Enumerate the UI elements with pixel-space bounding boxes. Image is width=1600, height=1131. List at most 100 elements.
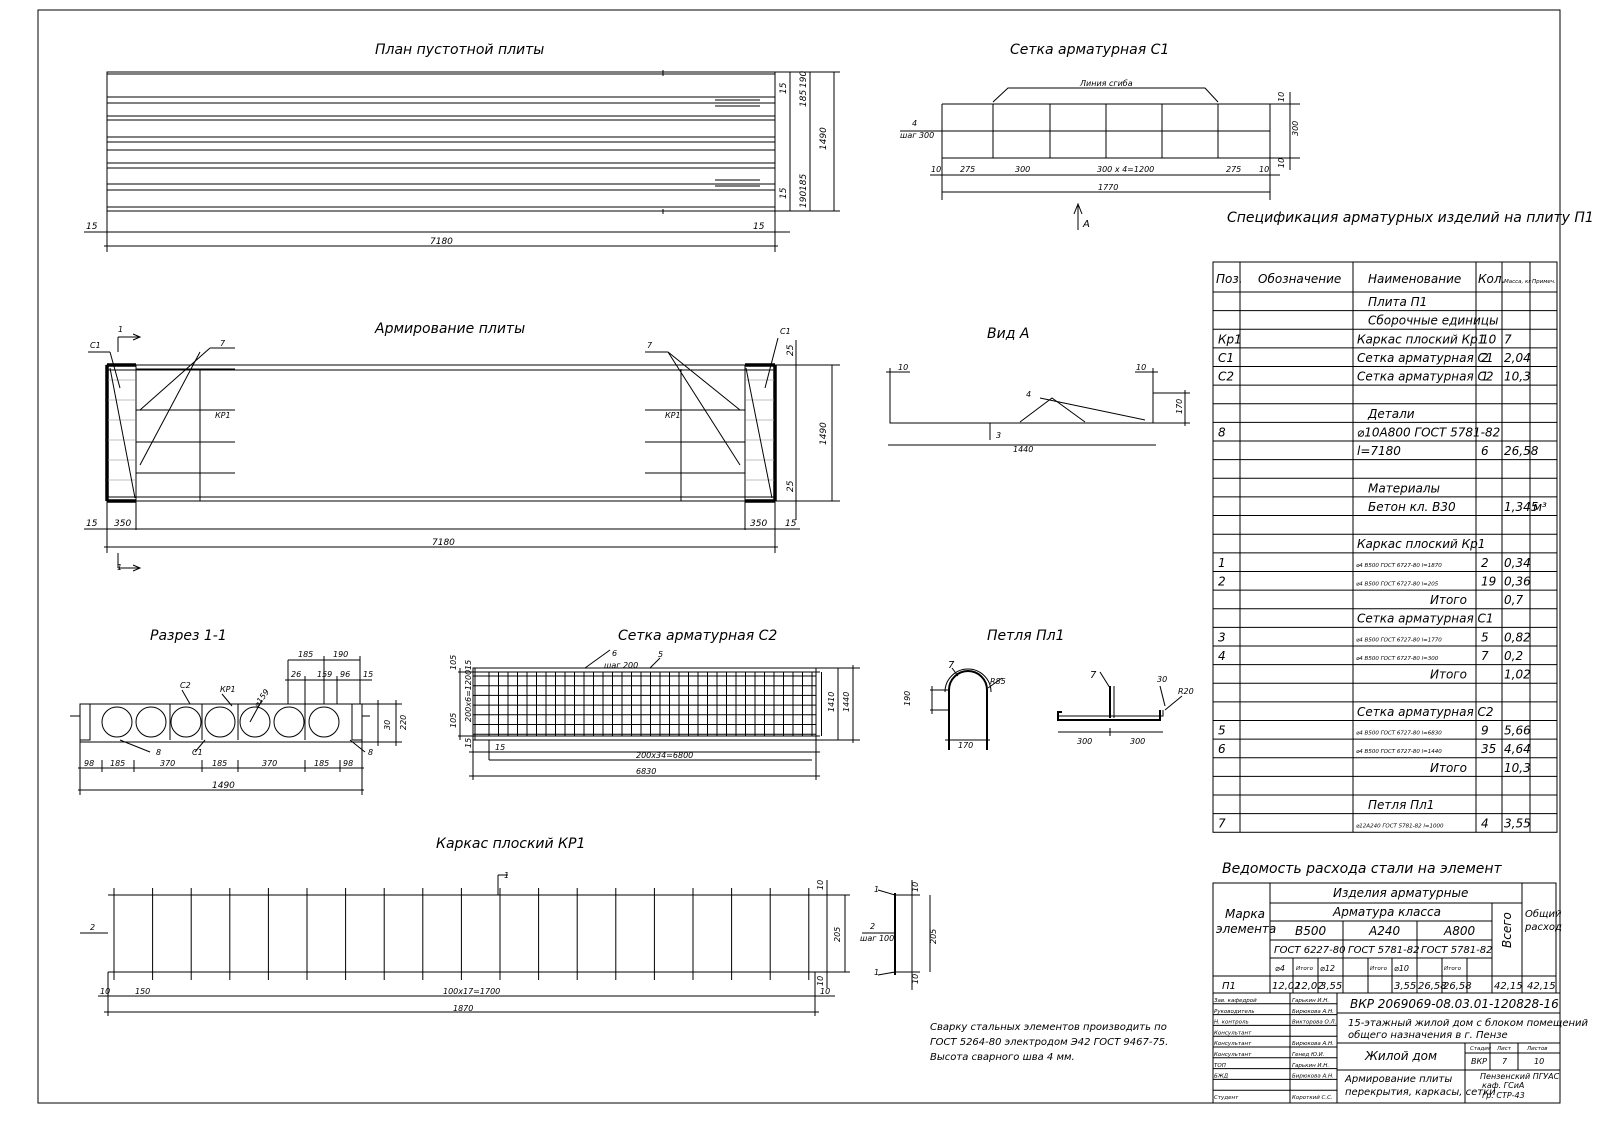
- svg-text:15: 15: [464, 738, 473, 748]
- spec-mass: 5,66: [1504, 723, 1531, 737]
- svg-text:ВКР: ВКР: [1471, 1057, 1487, 1066]
- svg-text:⌀159: ⌀159: [252, 688, 271, 710]
- spec-qty: 2: [1481, 556, 1489, 570]
- svg-text:30: 30: [1157, 675, 1167, 684]
- svg-text:190: 190: [333, 650, 348, 659]
- stamp-person: Бирюкова А.Н.: [1292, 1041, 1334, 1047]
- svg-text:105: 105: [449, 713, 458, 728]
- svg-text:Арматура класса: Арматура класса: [1332, 905, 1441, 919]
- spec-name: Петля Пл1: [1368, 798, 1434, 812]
- svg-text:Итого: Итого: [1296, 966, 1314, 972]
- welding-note: Сварку стальных элементов производить по…: [930, 1022, 1168, 1063]
- svg-text:4: 4: [912, 119, 917, 128]
- svg-text:А: А: [1082, 219, 1090, 230]
- spec-name: Детали: [1367, 407, 1415, 421]
- svg-text:3,55: 3,55: [1394, 981, 1416, 992]
- svg-text:КР1: КР1: [665, 411, 681, 420]
- svg-text:185: 185: [110, 759, 125, 768]
- svg-text:15: 15: [753, 222, 765, 232]
- svg-text:220: 220: [399, 715, 408, 730]
- svg-text:150: 150: [135, 987, 150, 996]
- stamp-role: Студент: [1214, 1095, 1239, 1101]
- svg-text:205: 205: [929, 929, 938, 944]
- stamp-person: Короткий С.С.: [1292, 1095, 1333, 1101]
- spec-header: Примеч.: [1532, 279, 1556, 285]
- spec-mass: 0,82: [1504, 630, 1531, 644]
- svg-text:1: 1: [504, 871, 509, 880]
- karkas-view: Каркас плоский КР1 2 1 10 205 10 1 1 2 ш…: [80, 836, 938, 1016]
- svg-text:25: 25: [786, 344, 796, 356]
- spec-pos: 2: [1218, 574, 1226, 588]
- svg-text:ГОСТ 6227-80: ГОСТ 6227-80: [1274, 945, 1346, 956]
- spec-name: Материалы: [1368, 481, 1440, 495]
- spec-name: Сетка арматурная С2: [1357, 705, 1494, 719]
- spec-qty: 35: [1481, 742, 1496, 756]
- svg-text:10: 10: [1136, 363, 1146, 372]
- svg-text:С1: С1: [90, 341, 101, 350]
- svg-text:Пензенский ПГУАС: Пензенский ПГУАС: [1480, 1072, 1560, 1081]
- spec-note: м³: [1533, 500, 1547, 514]
- spec-pos: Кр1: [1218, 332, 1242, 346]
- svg-text:42,15: 42,15: [1494, 981, 1523, 992]
- spec-mass: 0,36: [1504, 574, 1531, 588]
- svg-text:200х6=1200: 200х6=1200: [464, 670, 473, 722]
- svg-text:10: 10: [1277, 158, 1286, 168]
- spec-mass: 2,04: [1504, 351, 1531, 365]
- spec-mass: 4,64: [1504, 742, 1531, 756]
- svg-text:10: 10: [1534, 1057, 1544, 1066]
- spec-qty: 5: [1481, 630, 1489, 644]
- svg-text:1770: 1770: [1098, 183, 1118, 192]
- svg-text:Лист: Лист: [1496, 1046, 1512, 1052]
- svg-text:275: 275: [960, 165, 975, 174]
- svg-text:185: 185: [314, 759, 329, 768]
- spec-pos: 1: [1218, 556, 1226, 570]
- svg-text:15: 15: [779, 82, 789, 94]
- svg-text:расход: расход: [1524, 922, 1562, 933]
- svg-text:1: 1: [118, 325, 123, 334]
- stamp-role: Консультант: [1214, 1052, 1252, 1058]
- svg-text:Листов: Листов: [1526, 1046, 1548, 1052]
- spec-pos: 4: [1218, 649, 1226, 663]
- spec-header: Обозначение: [1258, 272, 1341, 286]
- svg-text:98: 98: [343, 759, 353, 768]
- stamp-role: Руководитель: [1214, 1009, 1255, 1015]
- spec-name: Сетка арматурная С1: [1357, 612, 1494, 626]
- spec-name: l=7180: [1357, 444, 1401, 458]
- svg-text:7: 7: [948, 660, 955, 671]
- svg-text:26,58: 26,58: [1443, 981, 1472, 992]
- svg-text:15: 15: [495, 743, 505, 752]
- svg-text:⌀10: ⌀10: [1394, 964, 1409, 973]
- stamp-person: Бирюкова А.Н.: [1292, 1009, 1334, 1015]
- spec-name: Плита П1: [1368, 295, 1427, 309]
- spec-name: ⌀4 В500 ГОСТ 6727-80 l=205: [1356, 581, 1439, 587]
- svg-text:общего назначения в г. Пензе: общего назначения в г. Пензе: [1348, 1029, 1508, 1041]
- spec-mass: 26,58: [1504, 444, 1539, 458]
- spec-qty: 10: [1481, 332, 1497, 346]
- svg-text:Итого: Итого: [1370, 966, 1388, 972]
- svg-text:7: 7: [1502, 1057, 1508, 1066]
- spec-name: Сборочные единицы: [1368, 314, 1498, 328]
- svg-text:⌀12: ⌀12: [1320, 964, 1335, 973]
- spec-name: ⌀4 В500 ГОСТ 6727-80 l=300: [1356, 656, 1439, 662]
- svg-text:ГОСТ 5781-82: ГОСТ 5781-82: [1348, 945, 1420, 956]
- svg-text:Марка: Марка: [1225, 907, 1265, 921]
- spec-pos: 7: [1218, 817, 1226, 831]
- spec-mass: 0,34: [1504, 556, 1531, 570]
- svg-text:185: 185: [799, 90, 809, 107]
- svg-text:105: 105: [449, 655, 458, 670]
- svg-text:170: 170: [958, 741, 973, 750]
- spec-pos: 6: [1218, 742, 1226, 756]
- svg-text:3: 3: [996, 431, 1001, 440]
- setka-c1-title: Сетка арматурная С1: [1010, 42, 1169, 58]
- stamp-role: Консультант: [1214, 1030, 1252, 1036]
- spec-pos: С1: [1218, 351, 1234, 365]
- spec-name: ⌀10А800 ГОСТ 5781-82: [1357, 425, 1500, 439]
- svg-text:1440: 1440: [842, 692, 851, 712]
- spec-mass: 3,55: [1504, 817, 1531, 831]
- svg-text:шаг 300: шаг 300: [900, 131, 934, 140]
- svg-text:1410: 1410: [827, 692, 836, 712]
- svg-text:2: 2: [90, 923, 95, 932]
- svg-text:5: 5: [658, 650, 663, 659]
- spec-name: Итого: [1430, 593, 1467, 607]
